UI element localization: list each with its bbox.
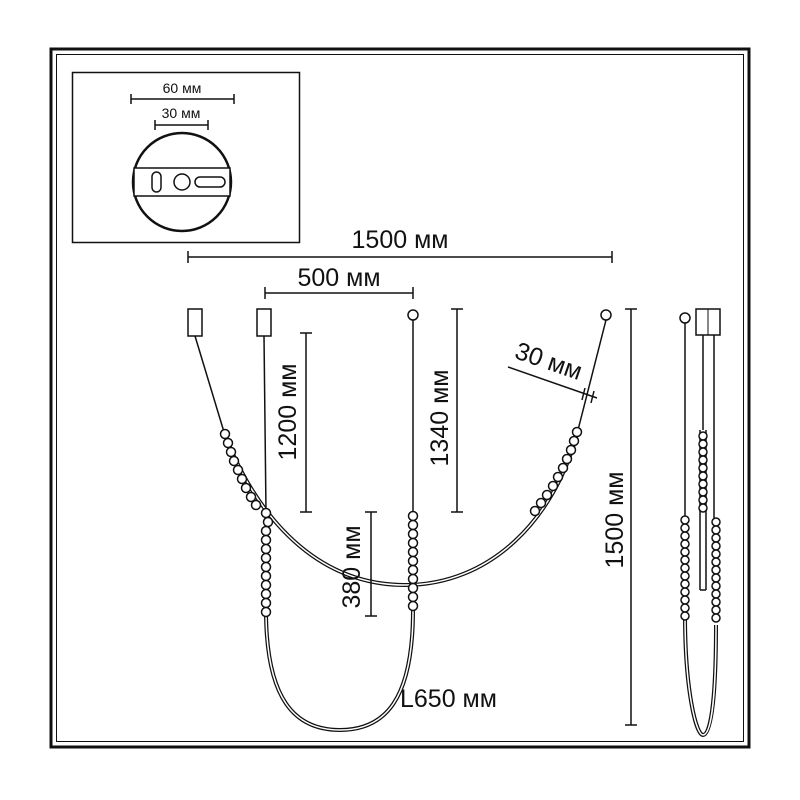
side-ring — [679, 312, 691, 324]
beads-drop-left — [260, 507, 274, 618]
side-beads-left — [680, 515, 690, 621]
beads-drop-right — [407, 510, 419, 612]
ring-right — [600, 309, 612, 321]
dim-total-width: 1500 мм — [187, 226, 613, 263]
ceiling-mount-left — [187, 308, 203, 337]
lamp-side-view — [679, 308, 721, 738]
slot-hole-left — [151, 171, 162, 193]
dim-inner-span: 500 мм — [264, 264, 414, 299]
dim-total-height: 1500 мм — [601, 308, 637, 726]
inner-frame — [56, 54, 744, 742]
side-beads-right — [711, 517, 721, 623]
side-beads-middle — [698, 431, 708, 513]
label-beads-length: 380 мм — [338, 525, 366, 608]
label-loop-length: L650 мм — [400, 685, 497, 713]
label-inner-span: 500 мм — [297, 264, 380, 292]
inset-frame — [71, 71, 301, 244]
canopy-plate — [131, 131, 233, 233]
dim-beads-length: 380 мм — [338, 511, 377, 617]
label-total-height: 1500 мм — [601, 472, 629, 569]
label-canopy-holes: 30 мм — [162, 105, 201, 121]
outer-frame — [49, 47, 751, 749]
beads-arc-right — [529, 426, 583, 517]
dim-canopy-holes: 30 мм — [154, 105, 209, 130]
label-canopy-width: 60 мм — [163, 80, 202, 96]
label-drop-long: 1340 мм — [426, 370, 454, 467]
ring-left — [407, 309, 419, 321]
dim-drop-long: 1340 мм — [426, 308, 463, 513]
center-hole — [173, 173, 191, 191]
canopy-inset: 60 мм 30 мм — [71, 71, 301, 244]
label-total-width: 1500 мм — [352, 226, 449, 254]
dim-canopy-width: 60 мм — [130, 80, 235, 104]
lamp-front-view — [187, 308, 612, 733]
label-drop-short: 1200 мм — [274, 364, 302, 461]
dim-drop-short: 1200 мм — [274, 332, 312, 513]
slot-hole-right — [194, 176, 226, 188]
beads-arc-left — [219, 428, 262, 511]
ceiling-mount-right — [256, 308, 272, 337]
